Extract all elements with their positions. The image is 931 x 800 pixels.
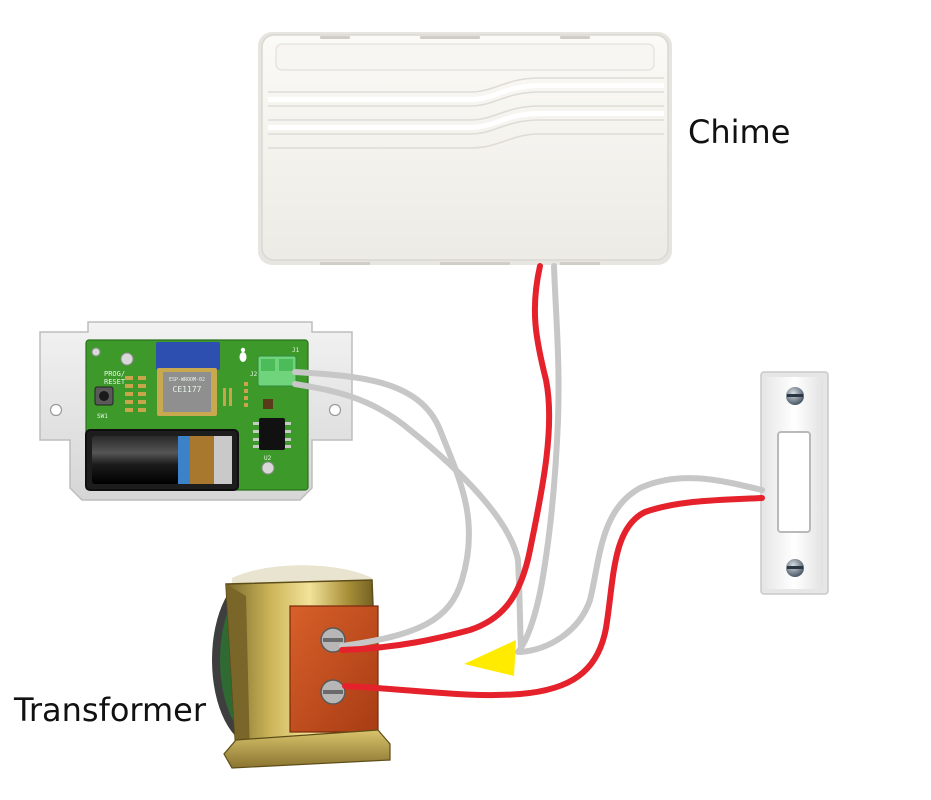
module-line-2: CE1177	[173, 385, 202, 394]
gray-wire-doorbell	[517, 475, 765, 655]
button-label-line-1: PROG/	[104, 370, 125, 378]
wires	[292, 263, 765, 699]
header-ref: J2	[250, 371, 258, 378]
mount-screw-top	[786, 387, 804, 405]
terminal-ref: J1	[292, 347, 300, 354]
gray-wire-chime	[515, 263, 562, 655]
mount-screw-bottom	[786, 559, 804, 577]
button-label-line-2: RESET	[104, 378, 126, 386]
antenna-block	[156, 342, 220, 370]
chime-unit	[258, 32, 672, 265]
mount-hole-left	[49, 403, 63, 417]
bug-icon	[239, 347, 247, 362]
doorbell-push-button[interactable]	[777, 431, 811, 533]
connection-arrow	[464, 640, 516, 676]
chip-ref: U2	[264, 455, 272, 462]
module-line-1: ESP-WROOM-02	[169, 377, 205, 383]
gray-wire-controller-a	[292, 369, 472, 649]
transformer-label: Transformer	[13, 691, 207, 729]
red-wire-doorbell	[342, 495, 765, 699]
switch-ref: SW1	[97, 413, 108, 420]
pin-header	[244, 382, 248, 407]
gray-wire-controller-b	[292, 381, 524, 651]
chime-label: Chime	[688, 113, 790, 151]
transformer-unit	[212, 565, 391, 769]
controller-board: ESP-WROOM-02 CE1177 PROG/ RESET SW1	[39, 321, 353, 501]
battery	[85, 429, 239, 491]
doorbell-button-unit	[760, 371, 829, 595]
mount-hole-right	[328, 403, 342, 417]
terminal-screw-bottom[interactable]	[320, 679, 346, 705]
driver-chip	[259, 418, 285, 450]
red-wire-chime	[339, 263, 553, 653]
